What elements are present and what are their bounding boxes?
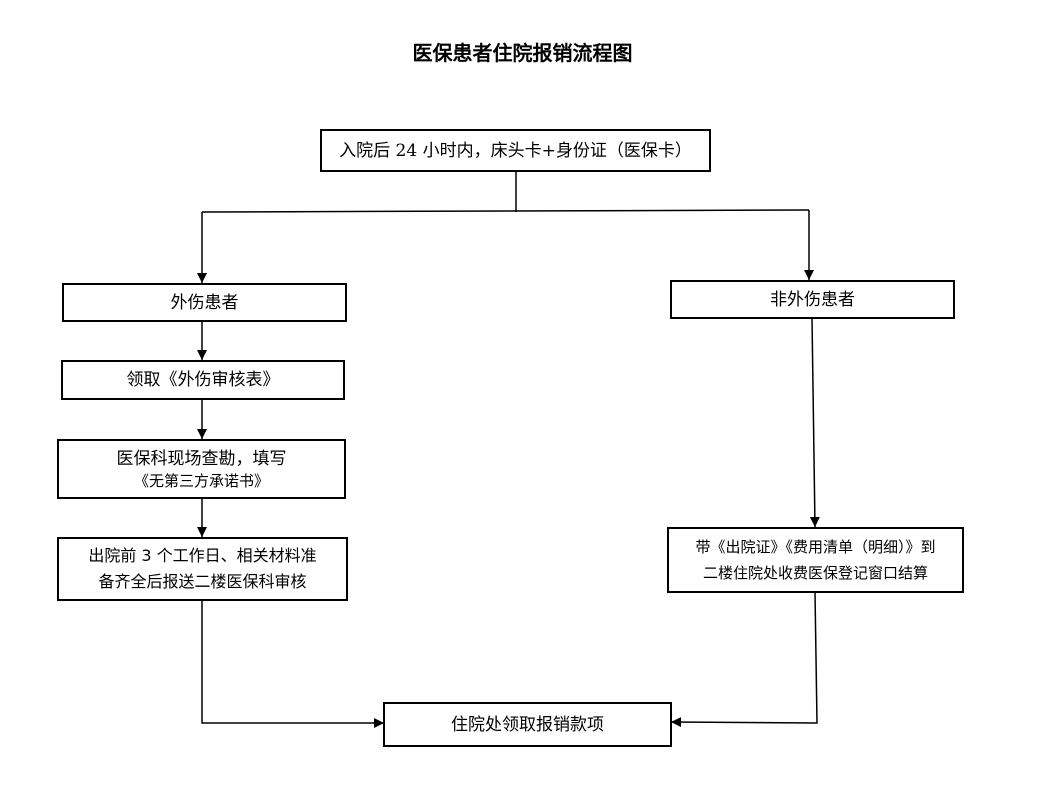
node-settle-label-2: 二楼住院处收费医保登记窗口结算	[702, 564, 928, 582]
node-inspection-label-2: 《无第三方承诺书》	[133, 472, 269, 490]
edge-split-bar	[201, 209, 810, 213]
node-get-form: 领取《外伤审核表》	[61, 360, 345, 400]
edge-non-trauma-settle	[809, 317, 820, 528]
node-discharge: 出院前 3 个工作日、相关材料准 备齐全后报送二楼医保科审核	[57, 537, 348, 601]
node-admission: 入院后 24 小时内，床头卡+身份证（医保卡）	[320, 129, 711, 172]
node-non-trauma: 非外伤患者	[670, 280, 955, 319]
node-discharge-label-1: 出院前 3 个工作日、相关材料准	[88, 546, 317, 565]
node-settle: 带《出院证》《费用清单（明细）》到 二楼住院处收费医保登记窗口结算	[667, 527, 964, 593]
edge-settle-collect	[670, 591, 818, 728]
node-discharge-label-2: 备齐全后报送二楼医保科审核	[98, 572, 307, 591]
node-inspection: 医保科现场查勘，填写 《无第三方承诺书》	[57, 439, 346, 499]
node-collect-label: 住院处领取报销款项	[451, 714, 604, 735]
node-get-form-label: 领取《外伤审核表》	[126, 370, 280, 390]
node-collect: 住院处领取报销款项	[383, 702, 672, 747]
node-non-trauma-label: 非外伤患者	[770, 289, 855, 310]
node-trauma: 外伤患者	[62, 283, 347, 322]
node-admission-label: 入院后 24 小时内，床头卡+身份证（医保卡）	[339, 140, 692, 161]
node-settle-label-1: 带《出院证》《费用清单（明细）》到	[695, 538, 936, 556]
edge-discharge-collect	[201, 600, 384, 728]
node-inspection-label-1: 医保科现场查勘，填写	[116, 449, 287, 469]
node-trauma-label: 外伤患者	[170, 292, 239, 313]
diagram-title: 医保患者住院报销流程图	[412, 41, 633, 65]
